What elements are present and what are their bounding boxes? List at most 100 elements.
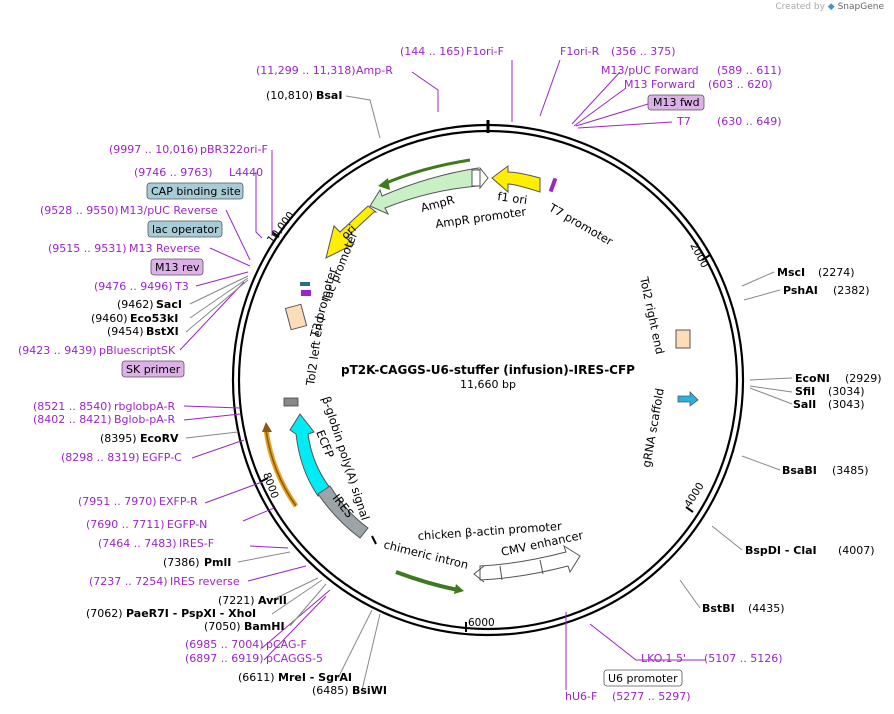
cmv-arrow [479,544,581,581]
tick-6000-label: 6000 [468,617,495,629]
m13-reverse-range: (9515 .. 9531) [48,242,127,255]
chimeric-intron-label: chimeric intron [382,537,470,572]
ires-rev-range: (7237 .. 7254) [89,575,168,588]
bsabi-range: (3485) [832,464,869,477]
credit-brand: SnapGene [837,2,884,12]
l4440-name: L4440 [229,166,263,179]
ires-box [317,485,369,539]
u6-promoter-box [603,669,683,687]
tol2-left-box [284,303,308,331]
sfii-name: SfiI [795,385,815,398]
f1-ori-arrow [491,165,541,194]
pbluescriptsk-name: pBluescriptSK [99,344,176,357]
ori-arrow [325,205,378,259]
m13-forward-name: M13 Forward [624,78,695,91]
exfp-r-range: (7951 .. 7970) [78,495,157,508]
egfp-n-range: (7690 .. 7711) [86,518,165,531]
credit-prefix: Created by [775,2,825,12]
ampr-arrow [369,167,479,216]
pbr322ori-name: pBR322ori-F [200,143,268,156]
chimeric-intron-head [454,584,464,594]
rbglobpa-range: (8521 .. 8540) [33,400,112,413]
tick-2000-label: 2000 [687,241,710,270]
pshai-range: (2382) [833,284,870,297]
claI-name: BspDI - ClaI [745,544,817,557]
rbglobpa-name: rbglobpA-R [114,400,175,413]
hu6-f-range: (5277 .. 5297) [612,690,691,703]
lac-operator-label: lac operator [152,223,219,236]
amp-promoter-head [479,166,489,190]
snapgene-logo-icon: ◆ [827,2,835,12]
bglob-pa-range: (8402 .. 8421) [33,413,112,426]
tick-8000-mark [259,477,269,483]
avrii-name: AvrII [258,594,287,607]
orange-arrowhead [262,422,272,432]
tick-2000-mark [701,254,711,261]
mrei-range: (6611) [238,671,275,684]
plasmid-name: pT2K-CAGGS-U6-stuffer (infusion)-IRES-CF… [341,363,635,377]
m13-fwd-label: M13 fwd [653,96,700,109]
bglob-pa-name: Bglob-pA-R [114,413,176,426]
lko1-range: (5107 .. 5126) [704,652,783,665]
ecorv-name: EcoRV [140,432,179,445]
pmli-range: (7386) [163,556,200,569]
avrii-range: (7221) [218,594,255,607]
tol2-right-label: Tol2 right end [637,275,667,356]
ecorv-range: (8395) [100,432,137,445]
t7-promoter-mark [548,177,558,193]
sk-primer-box [121,360,185,378]
cap-binding-label: CAP binding site [151,185,241,198]
eco53ki-range: (9460) [91,312,128,325]
ampr-primer-range: (11,299 .. 11,318) [256,64,356,77]
f1ori-f-name: F1ori-F [466,45,504,58]
lko1-name: LKO.1 5' [641,652,686,665]
grna-label: gRNA scaffold [639,387,667,468]
f1ori-f-range: (144 .. 165) [400,45,465,58]
ires-f-name: IRES-F [179,537,214,550]
m13puc-fwd-name: M13/pUC Forward [601,64,699,77]
bstxi-name: BstXI [146,325,179,338]
pcag-f-name: pCAG-F [266,638,307,651]
tick-10000-mark [271,231,280,238]
sfii-range: (3034) [828,385,865,398]
t3-box [301,290,311,296]
ampr-green-arrowhead [378,178,390,190]
bsai-range: (10,810) [266,89,313,102]
pbluescriptsk-range: (9423 .. 9439) [18,344,97,357]
l4440-range: (9746 .. 9763) [134,166,213,179]
exfp-r-name: EXFP-R [159,495,198,508]
eco53ki-name: Eco53kI [130,312,178,325]
t7-name: T7 [676,115,691,128]
cap-binding-box [146,182,244,200]
t7-range: (630 .. 649) [717,115,782,128]
m13-rev-label: M13 rev [155,261,200,274]
grna-arrow [677,391,699,407]
bstbi-name: BstBI [702,602,735,615]
t3-primer-name: T3 [174,280,189,293]
snapgene-credit: Created by ◆ SnapGene [775,2,884,12]
msci-range: (2274) [818,266,855,279]
lac-operator-box [147,220,223,238]
saci-name: SacI [156,298,182,311]
bstxi-range: (9454) [107,325,144,338]
bsiwi-name: BsiWI [352,684,387,697]
m13-fwd-box [647,94,705,111]
pcag-f-range: (6985 .. 7004) [185,638,264,651]
sali-name: SalI [793,398,816,411]
m13-rev-box [150,258,204,276]
bstbi-range: (4435) [748,602,785,615]
bglobin-box [283,397,299,407]
pmli-name: PmlI [204,556,231,569]
egfp-c-name: EGFP-C [142,451,182,464]
m13puc-rev-name: M13/pUC Reverse [120,204,218,217]
orange-arrow-inner [265,429,297,507]
bamhi-range: (7050) [204,620,241,633]
ires-rev-name: IRES reverse [170,575,240,588]
amp-promoter-label: AmpR promoter [434,204,527,231]
primer-leaders [179,59,706,690]
ampr-green-arrow [383,158,471,186]
f1ori-r-name: F1ori-R [560,45,600,58]
saci-range: (9462) [117,298,154,311]
u6-promoter-label: U6 promoter [608,672,678,685]
